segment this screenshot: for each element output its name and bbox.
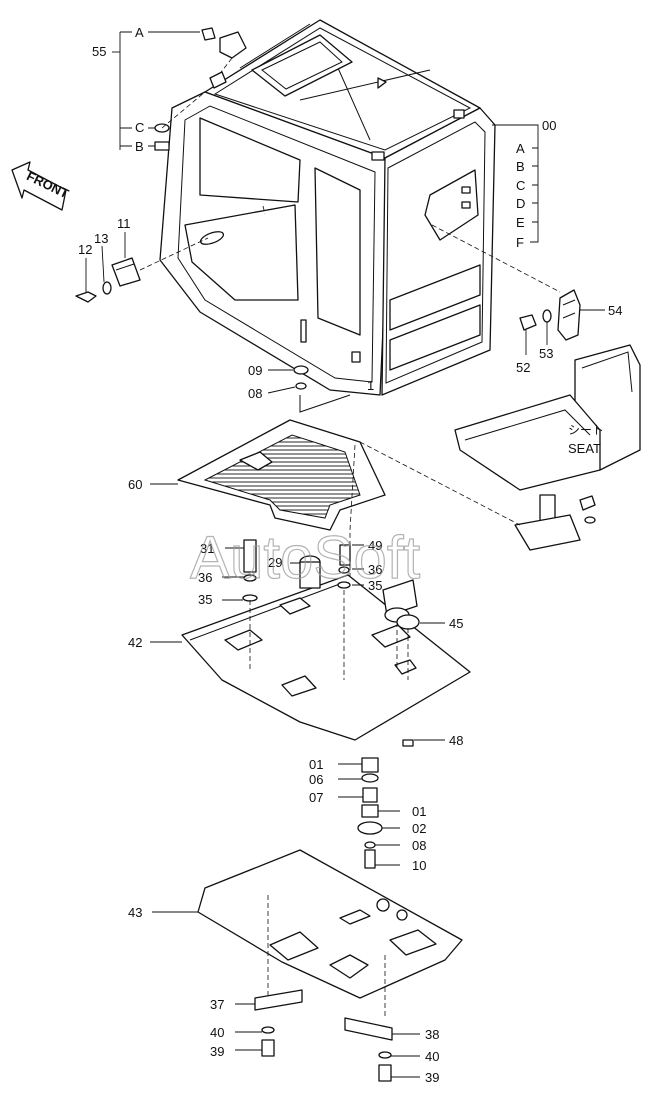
part-39-left: [261, 1039, 275, 1057]
callout-1: 1: [367, 378, 374, 393]
callout-13: 13: [94, 231, 108, 246]
callout-29: 29: [268, 555, 282, 570]
callout-C: C: [135, 120, 144, 135]
cab-mount-group: 09 08 1: [248, 363, 374, 413]
callout-C-right: C: [516, 178, 525, 193]
callout-11: 11: [117, 216, 131, 231]
part-12: [75, 291, 97, 303]
callout-60: 60: [128, 477, 142, 492]
base-plate: 43: [128, 849, 463, 999]
callout-06: 06: [309, 772, 323, 787]
part-10: [364, 849, 376, 869]
callout-53: 53: [539, 346, 553, 361]
callout-10: 10: [412, 858, 426, 873]
part-06: [361, 773, 379, 783]
callout-39-right: 39: [425, 1070, 439, 1085]
part-B-nut: [154, 141, 170, 151]
callout-A-right: A: [516, 141, 525, 156]
part-48: [402, 739, 414, 747]
floor-plate: 42: [128, 574, 471, 741]
seat-label-jp: シート: [568, 423, 604, 437]
cab-assembly: [159, 19, 496, 396]
callout-08-top: 08: [248, 386, 262, 401]
callout-08-bottom: 08: [412, 838, 426, 853]
part-53: [542, 309, 552, 323]
callout-01-top: 01: [309, 757, 323, 772]
callout-D-right: D: [516, 196, 525, 211]
front-arrow: FRONT: [11, 161, 71, 211]
part-45a: [382, 579, 418, 617]
part-37: [254, 989, 303, 1011]
callout-01-bottom: 01: [412, 804, 426, 819]
callout-39-left: 39: [210, 1044, 224, 1059]
callout-52: 52: [516, 360, 530, 375]
callout-35-right: 35: [368, 578, 382, 593]
part-40-left: [261, 1026, 275, 1034]
door-parts-group: 11 12 13: [75, 216, 209, 303]
part-40-right: [378, 1051, 392, 1059]
part-31: [243, 539, 257, 573]
callout-49: 49: [368, 538, 382, 553]
part-08: [295, 382, 307, 390]
callout-40-right: 40: [425, 1049, 439, 1064]
callout-09: 09: [248, 363, 262, 378]
callout-48: 48: [449, 733, 463, 748]
part-09: [293, 365, 309, 375]
callout-12: 12: [78, 242, 92, 257]
part-01a: [361, 757, 379, 773]
callout-42: 42: [128, 635, 142, 650]
part-A-bolt: [201, 27, 216, 41]
callout-07: 07: [309, 790, 323, 805]
callout-B-right: B: [516, 159, 525, 174]
part-00-group: 00 A B C D E F: [492, 118, 556, 250]
callout-45: 45: [449, 616, 463, 631]
callout-54: 54: [608, 303, 622, 318]
callout-43: 43: [128, 905, 142, 920]
callout-E-right: E: [516, 215, 525, 230]
part-38: [344, 1017, 393, 1041]
part-52: [519, 314, 537, 331]
callout-F-right: F: [516, 235, 524, 250]
callout-36-right: 36: [368, 562, 382, 577]
callout-55: 55: [92, 44, 106, 59]
part-11: [111, 257, 141, 287]
seat: シート SEAT: [454, 344, 641, 551]
watermark-text: AutoSoft: [190, 524, 420, 591]
base-hardware: 37 40 39 38 40 39: [210, 895, 439, 1085]
seat-label-en: SEAT: [568, 441, 601, 456]
part-55-unit: [219, 31, 247, 59]
part-49: [339, 544, 351, 566]
callout-38: 38: [425, 1027, 439, 1042]
callout-36-left: 36: [198, 570, 212, 585]
part-02: [357, 821, 383, 835]
part-13: [102, 281, 112, 295]
callout-02: 02: [412, 821, 426, 836]
plate-hardware: 31 29 49 36 36 35 35 45 48: [198, 538, 463, 748]
part-01b: [361, 804, 379, 818]
callout-40-left: 40: [210, 1025, 224, 1040]
part-08-lower: [364, 841, 376, 849]
callout-37: 37: [210, 997, 224, 1012]
callout-31: 31: [200, 541, 214, 556]
callout-35-left: 35: [198, 592, 212, 607]
part-55-group: 55 A C B: [92, 25, 247, 154]
part-36: [243, 574, 257, 582]
bracket-parts-group: 54 52 53: [431, 224, 622, 375]
callout-A: A: [135, 25, 144, 40]
callout-00: 00: [542, 118, 556, 133]
mount-stack: 01 06 07 01 02 08 10: [309, 757, 426, 873]
part-39-right: [378, 1064, 392, 1082]
part-07: [362, 787, 378, 803]
callout-B: B: [135, 139, 144, 154]
